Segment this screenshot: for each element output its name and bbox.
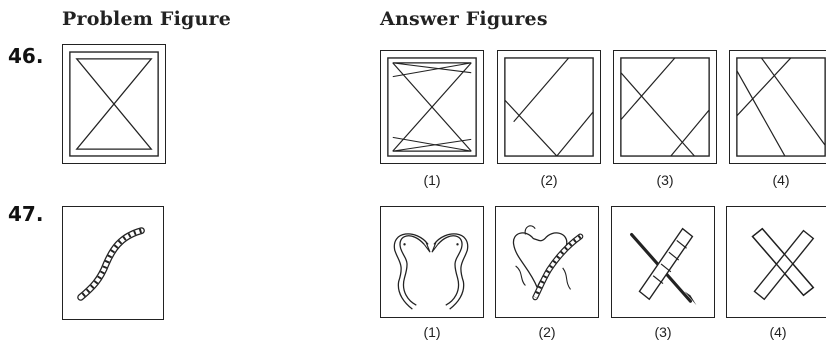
option-label-46-4: (4) (741, 172, 821, 188)
question-number-46: 46. (8, 44, 43, 68)
two-swans-icon (381, 207, 483, 317)
answer-figure-46-1[interactable] (380, 50, 484, 164)
square-with-diagonal-segments-icon (498, 51, 600, 163)
hourglass-in-square-icon (63, 45, 165, 163)
answer-figure-47-2[interactable] (495, 206, 599, 318)
answer-figure-46-2[interactable] (497, 50, 601, 164)
answer-figure-47-3[interactable] (611, 206, 715, 318)
option-label-46-2: (2) (509, 172, 589, 188)
answer-figures-heading: Answer Figures (380, 8, 548, 30)
problem-figure-47 (62, 206, 164, 320)
heart-with-worm-icon (496, 207, 598, 317)
square-with-parallel-diagonals-icon (730, 51, 826, 163)
option-label-46-1: (1) (392, 172, 472, 188)
answer-figure-46-4[interactable] (729, 50, 826, 164)
answer-figure-46-3[interactable] (613, 50, 717, 164)
answer-figure-47-4[interactable] (726, 206, 826, 318)
wavy-worm-icon (63, 207, 163, 319)
hourglass-with-extra-lines-icon (381, 51, 483, 163)
option-label-47-4: (4) (738, 324, 818, 340)
crossed-bars-icon (727, 207, 826, 317)
option-label-47-1: (1) (392, 324, 472, 340)
question-number-47: 47. (8, 202, 43, 226)
option-label-46-3: (3) (625, 172, 705, 188)
option-label-47-3: (3) (623, 324, 703, 340)
crossed-knife-and-strip-icon (612, 207, 714, 317)
option-label-47-2: (2) (507, 324, 587, 340)
problem-figure-heading: Problem Figure (62, 8, 231, 30)
square-with-diagonal-segments-icon (614, 51, 716, 163)
answer-figure-47-1[interactable] (380, 206, 484, 318)
problem-figure-46 (62, 44, 166, 164)
